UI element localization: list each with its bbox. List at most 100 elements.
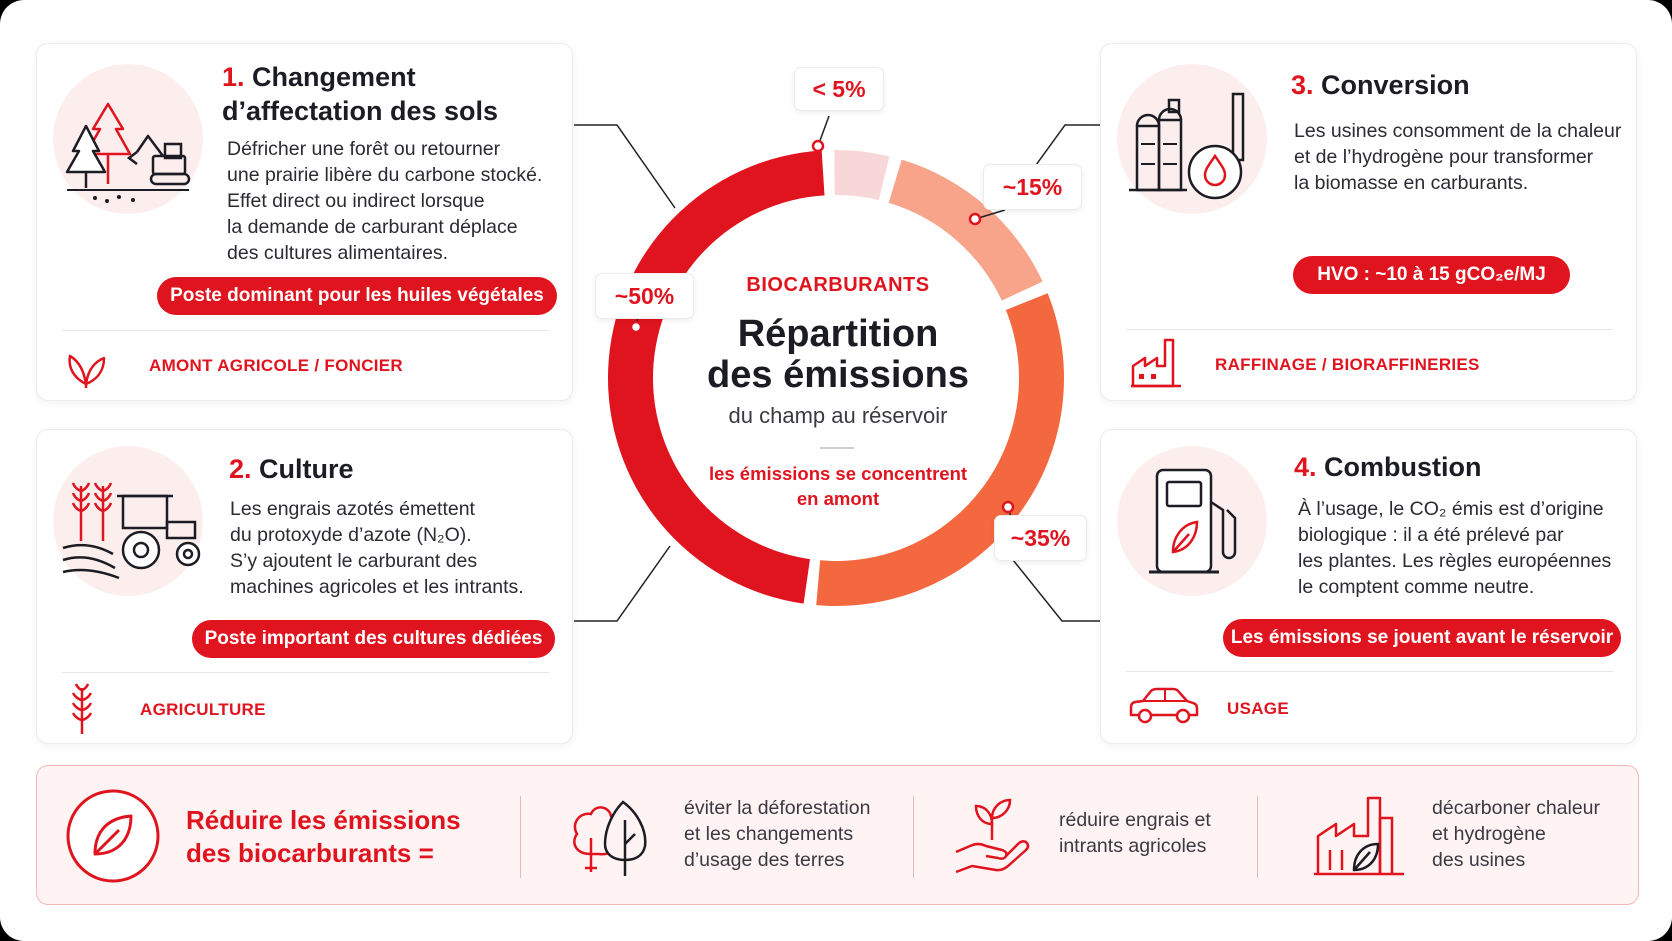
icon-circle-1 — [53, 64, 203, 214]
banner-item-3-line: des usines — [1432, 849, 1526, 871]
card-3-desc-line: Les usines consomment de la chaleur — [1294, 120, 1622, 142]
deforestation-icon — [65, 102, 191, 203]
card-3-description: Les usines consomment de la chaleur et d… — [1294, 118, 1634, 196]
card-1-title: 1. Changement d’affectation des sols — [222, 60, 562, 128]
banner-item-2: réduire engrais et intrants agricoles — [1059, 807, 1211, 859]
card-3-desc-line: la biomasse en carburants. — [1294, 172, 1529, 194]
card-2-description: Les engrais azotés émettent du protoxyde… — [230, 496, 570, 600]
banner-item-1: éviter la déforestation et les changemen… — [684, 795, 870, 873]
banner-separator — [520, 796, 521, 878]
card-1-desc-line: la demande de carburant déplace — [227, 216, 518, 238]
center-note: les émissions se concentrent en amont — [680, 461, 996, 511]
slice-label-lt5: < 5% — [794, 67, 884, 111]
banner-separator — [1257, 796, 1258, 878]
card-1-divider — [62, 330, 549, 331]
card-2-number: 2. — [229, 454, 252, 484]
banner-separator — [913, 796, 914, 878]
card-1-desc-line: Effet direct ou indirect lorsque — [227, 190, 485, 212]
banner-item-1-line: éviter la déforestation — [684, 797, 871, 819]
leaf-circle-icon — [66, 789, 160, 883]
banner-headline: Réduire les émissions des biocarburants … — [186, 804, 461, 870]
card-2-desc-line: S’y ajoutent le carburant des — [230, 550, 478, 572]
leaf-icon — [68, 354, 106, 388]
card-1-title-line1: Changement — [252, 62, 416, 92]
card-conversion: 3. Conversion Les usines consomment de l… — [1100, 43, 1637, 401]
card-4-desc-line: les plantes. Les règles européennes — [1298, 550, 1612, 572]
icon-circle-4 — [1117, 446, 1267, 596]
card-2-title: 2. Culture — [229, 452, 559, 486]
card-1-desc-line: Défricher une forêt ou retourner — [227, 138, 501, 160]
card-2-desc-line: machines agricoles et les intrants. — [230, 576, 524, 598]
card-3-number: 3. — [1291, 70, 1314, 100]
card-4-desc-line: biologique : il a été prélevé par — [1298, 524, 1564, 546]
car-icon — [1129, 687, 1199, 724]
center-title: Répartition des émissions — [660, 314, 1016, 396]
refinery-icon — [1131, 338, 1181, 388]
factory-icon — [1129, 92, 1245, 200]
card-3-title: 3. Conversion — [1291, 68, 1621, 102]
center-note-line2: en amont — [796, 488, 880, 509]
card-3-highlight-pill: HVO : ~10 à 15 gCO₂e/MJ — [1293, 256, 1570, 294]
card-2-desc-line: Les engrais azotés émettent — [230, 498, 475, 520]
center-title-line2: des émissions — [707, 354, 969, 396]
card-1-highlight-pill: Poste dominant pour les huiles végétales — [157, 277, 557, 315]
card-4-divider — [1126, 671, 1613, 672]
connector-4 — [1012, 559, 1100, 622]
tractor-icon — [62, 482, 201, 580]
banner-item-3-line: décarboner chaleur — [1432, 797, 1601, 819]
trees-icon — [573, 800, 647, 876]
center-note-line1: les émissions se concentrent — [708, 463, 968, 484]
center-subtitle: du champ au réservoir — [728, 403, 948, 428]
center-divider — [820, 447, 854, 449]
banner-item-1-line: d’usage des terres — [684, 849, 845, 871]
slice-label-15: ~15% — [983, 164, 1082, 210]
card-4-desc-line: le comptent comme neutre. — [1298, 576, 1535, 598]
card-3-desc-line: et de l’hydrogène pour transformer — [1294, 146, 1594, 168]
banner-item-1-line: et les changements — [684, 823, 854, 845]
card-1-description: Défricher une forêt ou retourner une pra… — [227, 136, 567, 266]
banner-item-2-line: intrants agricoles — [1059, 835, 1207, 857]
connector-2 — [574, 545, 671, 622]
card-4-number: 4. — [1294, 452, 1317, 482]
reduction-banner: Réduire les émissions des biocarburants … — [36, 765, 1639, 905]
slice-label-50: ~50% — [595, 273, 694, 319]
banner-item-3-line: et hydrogène — [1432, 823, 1546, 845]
card-4-title: 4. Combustion — [1294, 450, 1624, 484]
fuel-pump-icon — [1149, 468, 1237, 574]
banner-headline-line1: Réduire les émissions — [186, 805, 461, 835]
wheat-icon — [71, 683, 93, 734]
card-1-desc-line: des cultures alimentaires. — [227, 242, 449, 264]
center-kicker: BIOCARBURANTS — [746, 274, 930, 296]
card-4-category: USAGE — [1227, 699, 1289, 718]
connector-1 — [574, 124, 676, 209]
card-4-description: À l’usage, le CO₂ émis est d’origine bio… — [1298, 496, 1638, 600]
factory-leaf-icon — [1314, 796, 1404, 876]
card-4-title-line1: Combustion — [1324, 452, 1482, 482]
banner-headline-line2: des biocarburants = — [186, 838, 434, 868]
card-3-category: RAFFINAGE / BIORAFFINERIES — [1215, 355, 1480, 374]
card-2-category: AGRICULTURE — [140, 700, 266, 719]
banner-item-2-line: réduire engrais et — [1059, 809, 1211, 831]
banner-item-3: décarboner chaleur et hydrogène des usin… — [1432, 795, 1600, 873]
card-1-desc-line: une prairie libère du carbone stocké. — [227, 164, 543, 186]
card-3-divider — [1126, 329, 1613, 330]
card-4-highlight-pill: Les émissions se jouent avant le réservo… — [1223, 619, 1621, 657]
icon-circle-2 — [53, 446, 203, 596]
card-2-title-line1: Culture — [259, 454, 354, 484]
card-1-number: 1. — [222, 62, 245, 92]
card-1-title-line2: d’affectation des sols — [222, 96, 499, 126]
card-land-use-change: 1. Changement d’affectation des sols Déf… — [36, 43, 573, 401]
card-2-divider — [62, 672, 549, 673]
slice-label-35: ~35% — [994, 515, 1087, 561]
card-4-desc-line: À l’usage, le CO₂ émis est d’origine — [1298, 498, 1604, 520]
card-3-title-line1: Conversion — [1321, 70, 1470, 100]
card-2-highlight-pill: Poste important des cultures dédiées — [192, 620, 555, 658]
card-combustion: 4. Combustion À l’usage, le CO₂ émis est… — [1100, 429, 1637, 744]
icon-circle-3 — [1117, 64, 1267, 214]
card-1-category: AMONT AGRICOLE / FONCIER — [149, 356, 404, 375]
hand-plant-icon — [955, 798, 1030, 874]
card-cultivation: 2. Culture Les engrais azotés émettent d… — [36, 429, 573, 744]
center-title-line1: Répartition — [737, 313, 939, 355]
card-2-desc-line: du protoxyde d’azote (N₂O). — [230, 524, 472, 546]
